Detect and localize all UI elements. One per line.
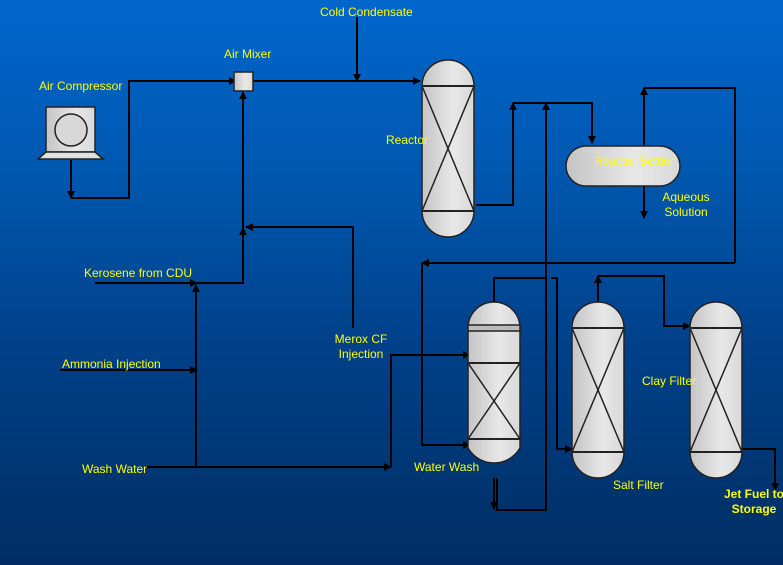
label-reactor-settler: Reactor Settler	[594, 154, 675, 168]
label-air-mixer: Air Mixer	[224, 47, 272, 61]
label-ammonia-injection: Ammonia Injection	[62, 357, 161, 371]
label-jet-fuel-line2: Storage	[731, 502, 777, 516]
label-cold-condensate: Cold Condensate	[320, 5, 413, 19]
reactor-vessel	[421, 59, 475, 238]
label-jet-fuel-line1: Jet Fuel to	[723, 487, 783, 501]
stream-kerosene-to-mixer	[197, 227, 247, 284]
label-aqueous-line1: Aqueous	[662, 190, 710, 204]
label-aqueous-line2: Solution	[664, 205, 708, 219]
air-mixer	[233, 71, 254, 92]
label-water-wash: Water Wash	[414, 460, 480, 474]
label-clay-filter: Clay Filter	[642, 374, 697, 388]
clay-filter-vessel	[689, 301, 743, 479]
label-air-compressor: Air Compressor	[39, 79, 123, 93]
stream-to-settler	[513, 102, 596, 144]
label-reactor: Reactor	[386, 133, 429, 147]
label-kerosene: Kerosene from CDU	[84, 266, 193, 280]
stream-waterwash-top	[493, 277, 545, 303]
label-salt-filter: Salt Filter	[613, 478, 664, 492]
water-wash-vessel	[467, 301, 521, 464]
stream-to-waterwash-bottom	[421, 263, 471, 449]
salt-filter-vessel	[571, 301, 625, 479]
label-merox-line2: Injection	[338, 347, 384, 361]
stream-recycle	[496, 102, 550, 511]
stream-settler-to-waterwash	[644, 87, 736, 263]
stream-merox-cf	[245, 223, 354, 328]
stream-salt-to-clay	[598, 275, 691, 330]
air-compressor	[36, 106, 105, 160]
stream-waterwash-to-salt	[551, 277, 573, 453]
label-wash-water: Wash Water	[82, 462, 148, 476]
stream-jet-fuel	[742, 448, 779, 491]
stream-reactor-outlet	[476, 102, 517, 206]
stream-wash-to-waterwash	[390, 351, 471, 467]
reactor-settler-vessel	[565, 145, 681, 187]
stream-compressor-to-mixer	[71, 77, 237, 199]
label-merox-line1: Merox CF	[334, 332, 388, 346]
